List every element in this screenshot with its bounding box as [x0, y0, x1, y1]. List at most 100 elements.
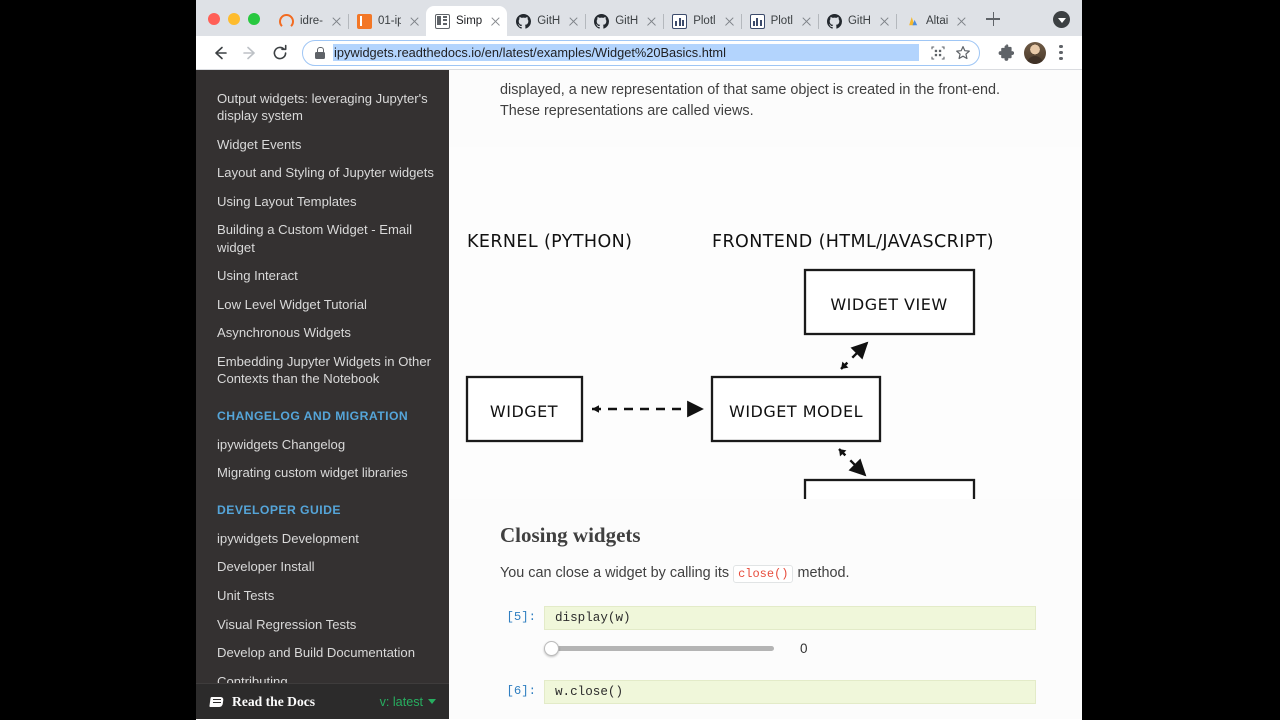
window-controls	[1053, 11, 1082, 36]
avatar[interactable]	[1024, 41, 1046, 64]
caret-down-icon[interactable]	[1053, 11, 1070, 28]
browser-tab-idre[interactable]: idre-	[270, 6, 349, 36]
diagram-box-widget-view-bottom: WIDGET VIEW	[803, 478, 976, 499]
diagram-connector-model-view-bottom	[838, 447, 867, 476]
slider-track-wrap[interactable]	[544, 640, 774, 658]
close-tab-icon[interactable]	[566, 14, 581, 29]
lock-icon	[314, 46, 325, 59]
close-tab-icon[interactable]	[488, 14, 503, 29]
close-tab-icon[interactable]	[407, 14, 422, 29]
github-icon	[594, 13, 610, 29]
book-icon	[357, 13, 372, 29]
sidebar-item-unit-tests[interactable]: Unit Tests	[217, 588, 275, 603]
close-tab-icon[interactable]	[644, 14, 659, 29]
tab-strip: idre- 01-ip Simp	[196, 0, 1082, 36]
forward-arrow-icon[interactable]	[236, 39, 264, 67]
version-selector[interactable]: v: latest	[380, 695, 436, 709]
sidebar-item-developer-install[interactable]: Developer Install	[217, 559, 315, 575]
sidebar-item-output-widgets[interactable]: Output widgets: leveraging Jupyter's dis…	[217, 90, 428, 124]
close-tab-icon[interactable]	[877, 14, 892, 29]
widget-architecture-diagram: KERNEL (PYTHON) FRONTEND (HTML/JAVASCRIP…	[449, 146, 1082, 499]
sidebar-item-ipywidgets-changelog[interactable]: ipywidgets Changelog	[217, 436, 346, 452]
diagram-box-widget-view-top: WIDGET VIEW	[803, 268, 976, 335]
tab-list: idre- 01-ip Simp	[270, 0, 1053, 36]
window-traffic-lights	[202, 13, 270, 36]
qr-code-icon[interactable]	[927, 42, 949, 64]
brand-label: Read the Docs	[232, 693, 316, 709]
sidebar-item-migrating-libraries[interactable]: Migrating custom widget libraries	[217, 465, 408, 481]
close-tab-icon[interactable]	[722, 14, 737, 29]
diagram-connector-model-view-top	[840, 341, 869, 370]
sidebar-item-widget-events[interactable]: Widget Events	[217, 136, 302, 152]
slider-track[interactable]	[552, 646, 774, 652]
sidebar-nav: Output widgets: leveraging Jupyter's dis…	[196, 70, 449, 684]
new-tab-button[interactable]	[979, 5, 1007, 33]
sidebar-item-ipywidgets-dev[interactable]: ipywidgets Development	[217, 530, 359, 546]
tab-label: idre-	[300, 15, 323, 27]
slider-handle[interactable]	[544, 641, 559, 657]
cell-code[interactable]: w.close()	[544, 679, 1036, 704]
close-tab-icon[interactable]	[799, 14, 814, 29]
diagram-box-widget-model: WIDGET MODEL	[710, 375, 882, 442]
three-dot-menu-icon[interactable]	[1050, 40, 1072, 66]
cell-code[interactable]: display(w)	[544, 605, 1036, 630]
diagram-box-widget: WIDGET	[465, 375, 584, 442]
address-bar[interactable]: ipywidgets.readthedocs.io/en/latest/exam…	[302, 39, 980, 66]
jupyter-icon	[435, 13, 450, 29]
sidebar-item-async-widgets[interactable]: Asynchronous Widgets	[217, 325, 351, 341]
tab-label: 01-ip	[378, 15, 401, 27]
diagram-box-label: WIDGET MODEL	[729, 402, 863, 421]
url-text[interactable]: ipywidgets.readthedocs.io/en/latest/exam…	[333, 44, 919, 61]
slider-value: 0	[800, 641, 808, 657]
tab-label: Plotl	[770, 15, 793, 27]
sidebar-caption-developer-guide: DEVELOPER GUIDE	[217, 503, 341, 518]
sidebar-item-using-interact[interactable]: Using Interact	[217, 268, 298, 284]
page-body: Output widgets: leveraging Jupyter's dis…	[196, 70, 1082, 719]
minimize-window-button[interactable]	[228, 13, 240, 25]
sidebar-item-custom-widget-email[interactable]: Building a Custom Widget - Email widget	[217, 222, 413, 255]
tab-label: GitHu	[537, 15, 561, 27]
tab-label: Altai	[925, 15, 949, 27]
browser-tab-altair[interactable]: Altai	[896, 6, 973, 36]
github-icon	[826, 13, 842, 29]
sidebar-item-layout-styling[interactable]: Layout and Styling of Jupyter widgets	[217, 165, 434, 181]
closing-widgets-heading: Closing widgets	[500, 522, 641, 547]
sidebar-item-build-documentation[interactable]: Develop and Build Documentation	[217, 645, 415, 661]
puzzle-icon[interactable]	[992, 40, 1018, 66]
maximize-window-button[interactable]	[248, 13, 260, 25]
tab-label: GitHu	[847, 15, 871, 27]
close-tab-icon[interactable]	[954, 14, 969, 29]
plotly-icon	[672, 13, 688, 29]
browser-window: idre- 01-ip Simp	[196, 0, 1082, 720]
int-slider-widget[interactable]: 0	[544, 640, 1036, 658]
browser-tab-plotly-2[interactable]: Plotl	[741, 6, 819, 36]
diagram-label-frontend: FRONTEND (HTML/JAVASCRIPT)	[712, 232, 994, 252]
read-the-docs-brand[interactable]: Read the Docs	[210, 694, 315, 710]
book-icon	[210, 696, 225, 708]
sidebar-item-low-level-tutorial[interactable]: Low Level Widget Tutorial	[217, 296, 367, 312]
docs-content: displayed, a new representation of that …	[449, 70, 1082, 719]
paragraph-text-before: You can close a widget by calling its	[500, 564, 730, 581]
diagram-svg: KERNEL (PYTHON) FRONTEND (HTML/JAVASCRIP…	[449, 146, 1009, 499]
browser-tab-plotly-1[interactable]: Plotl	[663, 6, 742, 36]
browser-tab-github-3[interactable]: GitHu	[818, 6, 897, 36]
sidebar-item-visual-regression[interactable]: Visual Regression Tests	[217, 616, 357, 632]
diagram-label-kernel: KERNEL (PYTHON)	[467, 232, 632, 252]
reload-icon[interactable]	[266, 39, 294, 67]
cell-prompt: [5]:	[506, 609, 536, 624]
github-icon	[516, 13, 532, 29]
browser-tab-simple-widget-active[interactable]: Simp	[426, 6, 508, 36]
star-icon[interactable]	[951, 42, 975, 64]
tab-label: Plotl	[693, 15, 716, 27]
back-arrow-icon[interactable]	[206, 39, 234, 67]
browser-tab-github-2[interactable]: GitHu	[585, 6, 665, 36]
close-tab-icon[interactable]	[329, 14, 344, 29]
close-window-button[interactable]	[208, 13, 220, 25]
sidebar-item-embedding-widgets[interactable]: Embedding Jupyter Widgets in Other Conte…	[217, 353, 431, 387]
sidebar-item-layout-templates[interactable]: Using Layout Templates	[217, 193, 357, 209]
browser-tab-github-1[interactable]: GitHu	[507, 6, 587, 36]
browser-tab-01-ip[interactable]: 01-ip	[348, 6, 427, 36]
inline-code-close: close()	[733, 564, 794, 583]
sidebar-item-contributing[interactable]: Contributing	[217, 673, 288, 683]
